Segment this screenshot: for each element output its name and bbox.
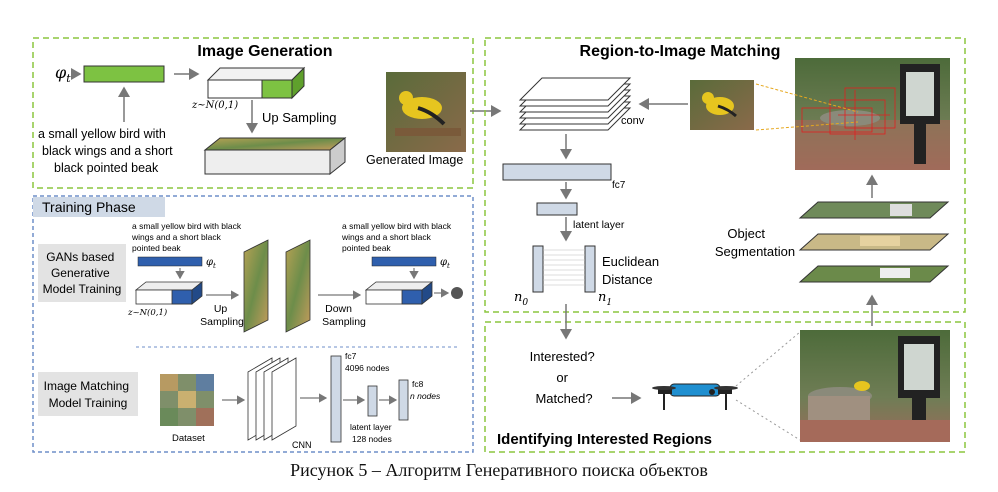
- training-embed-bar-left: [137, 256, 203, 267]
- training-latent-label: latent layer 128 nodes: [350, 422, 394, 444]
- matching-label: Image Matching Model Training: [44, 379, 133, 410]
- generator-feature-maps: [243, 239, 311, 333]
- fc7-label: fc7: [612, 180, 626, 191]
- conv-layers-stack: [518, 77, 632, 131]
- training-phase-tab: [33, 197, 165, 217]
- latent-layer-bar: [536, 202, 578, 216]
- question-text: Interested? or Matched?: [530, 349, 599, 406]
- text-embedding-bar: [83, 65, 165, 83]
- noise-concat-block: [206, 66, 306, 100]
- dataset-label: Dataset: [172, 433, 205, 444]
- phi-symbol: φt: [55, 63, 71, 85]
- discriminator-output-node: [451, 287, 463, 299]
- training-noise-label: z~N(0,1): [127, 307, 167, 318]
- up-sampling-label: Up Sampling: [262, 110, 336, 125]
- training-text-right: a small yellow bird with black wings and…: [341, 221, 454, 253]
- segmentation-slices: [798, 201, 950, 283]
- region-matching-title: Region-to-Image Matching: [580, 43, 781, 60]
- image-generation-panel: [32, 37, 474, 189]
- training-latent-bar: [367, 385, 378, 417]
- generated-bird-image: [386, 72, 466, 152]
- noise-label: z~N(0,1): [191, 100, 238, 111]
- training-phase-title: Training Phase: [42, 199, 136, 215]
- training-fc8-label: fc8 n nodes: [410, 379, 441, 401]
- surveillance-photo: [800, 330, 950, 442]
- generated-image-label: Generated Image: [366, 153, 463, 167]
- conv-label: conv: [621, 115, 645, 127]
- object-segmentation-label: Object Segmentation: [715, 226, 795, 259]
- training-fc8-bar: [398, 379, 409, 421]
- gans-label: GANs based Generative Model Training: [43, 250, 122, 296]
- cnn-label: CNN: [292, 440, 312, 450]
- training-fc7-bar: [330, 355, 342, 443]
- training-text-left: a small yellow bird with black wings and…: [131, 221, 244, 253]
- identifying-panel: [484, 321, 966, 453]
- training-phi-left: φt: [206, 257, 216, 270]
- training-phi-right: φt: [440, 257, 450, 270]
- drone-icon: [652, 383, 738, 410]
- n1-label: n1: [598, 290, 612, 308]
- dataset-thumbnail-grid: [160, 374, 214, 426]
- euclidean-distance-label: Euclidean Distance: [602, 254, 663, 287]
- training-up-sampling: Up Sampling: [200, 303, 244, 328]
- cnn-layers: [247, 357, 297, 441]
- euclidean-distance-block: [532, 245, 596, 293]
- training-down-sampling: Down Sampling: [322, 303, 366, 328]
- training-block-right: [364, 281, 434, 305]
- training-phase-panel: [32, 195, 474, 453]
- n0-label: n0: [514, 290, 528, 308]
- generated-feature-slab: [203, 136, 347, 176]
- fc7-bar: [502, 163, 612, 181]
- matching-label-box: [38, 372, 138, 416]
- latent-layer-label: latent layer: [573, 219, 625, 231]
- generation-text-description: a small yellow bird with black wings and…: [38, 127, 176, 175]
- gans-label-box: [38, 244, 126, 302]
- region-matching-panel: [484, 37, 966, 313]
- dotted-view-lines: [735, 331, 801, 441]
- image-generation-title: Image Generation: [197, 43, 332, 60]
- training-block-left: [134, 281, 204, 305]
- detection-scene-image: [755, 58, 950, 170]
- training-embed-bar-right: [371, 256, 437, 267]
- training-fc7-label: fc7 4096 nodes: [345, 351, 389, 373]
- figure-caption: Рисунок 5 – Алгоритм Генеративного поиск…: [290, 460, 708, 480]
- query-bird-crop: [690, 80, 754, 130]
- identifying-title: Identifying Interested Regions: [497, 431, 712, 448]
